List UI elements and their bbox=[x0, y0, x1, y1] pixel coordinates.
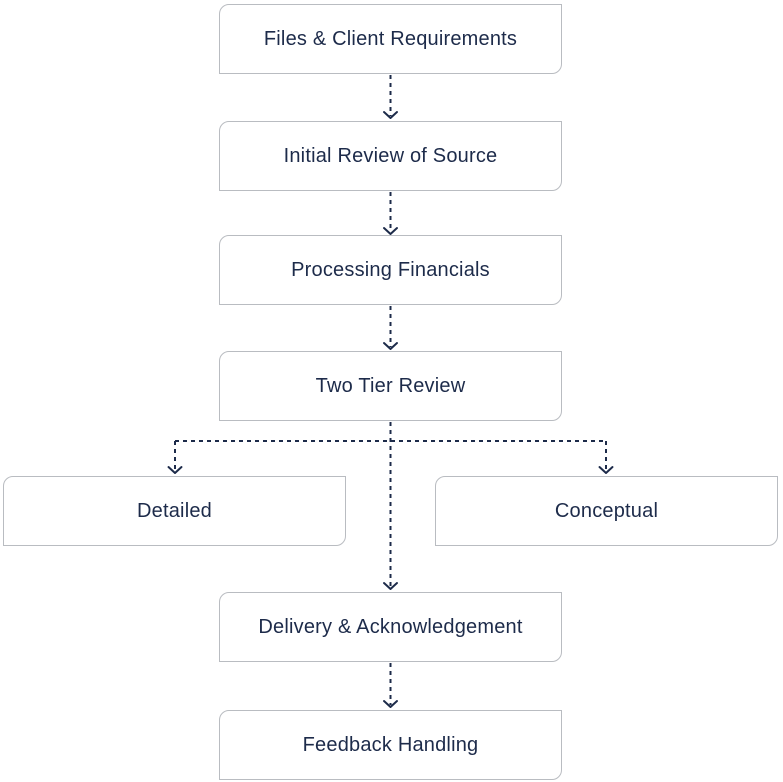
arrowhead-initial bbox=[383, 111, 398, 119]
node-files-client-requirements: Files & Client Requirements bbox=[219, 4, 562, 74]
node-delivery-acknowledgement: Delivery & Acknowledgement bbox=[219, 592, 562, 662]
node-conceptual: Conceptual bbox=[435, 476, 778, 546]
node-label: Files & Client Requirements bbox=[263, 27, 518, 50]
arrowhead-delivery bbox=[383, 582, 398, 590]
node-processing-financials: Processing Financials bbox=[219, 235, 562, 305]
node-label: Detailed bbox=[137, 499, 212, 522]
node-feedback-handling: Feedback Handling bbox=[219, 710, 562, 780]
node-label: Processing Financials bbox=[291, 258, 490, 281]
node-initial-review: Initial Review of Source bbox=[219, 121, 562, 191]
node-label: Feedback Handling bbox=[302, 733, 479, 756]
arrowhead-processing bbox=[383, 227, 398, 235]
node-label: Two Tier Review bbox=[315, 374, 466, 397]
arrowhead-conceptual bbox=[598, 466, 614, 474]
node-label: Initial Review of Source bbox=[283, 144, 498, 167]
arrowhead-feedback bbox=[383, 700, 398, 708]
arrowhead-twotier bbox=[383, 342, 398, 350]
node-two-tier-review: Two Tier Review bbox=[219, 351, 562, 421]
node-detailed: Detailed bbox=[3, 476, 346, 546]
node-label: Conceptual bbox=[554, 499, 659, 522]
node-label: Delivery & Acknowledgement bbox=[258, 615, 523, 638]
arrowhead-detailed bbox=[167, 466, 183, 474]
